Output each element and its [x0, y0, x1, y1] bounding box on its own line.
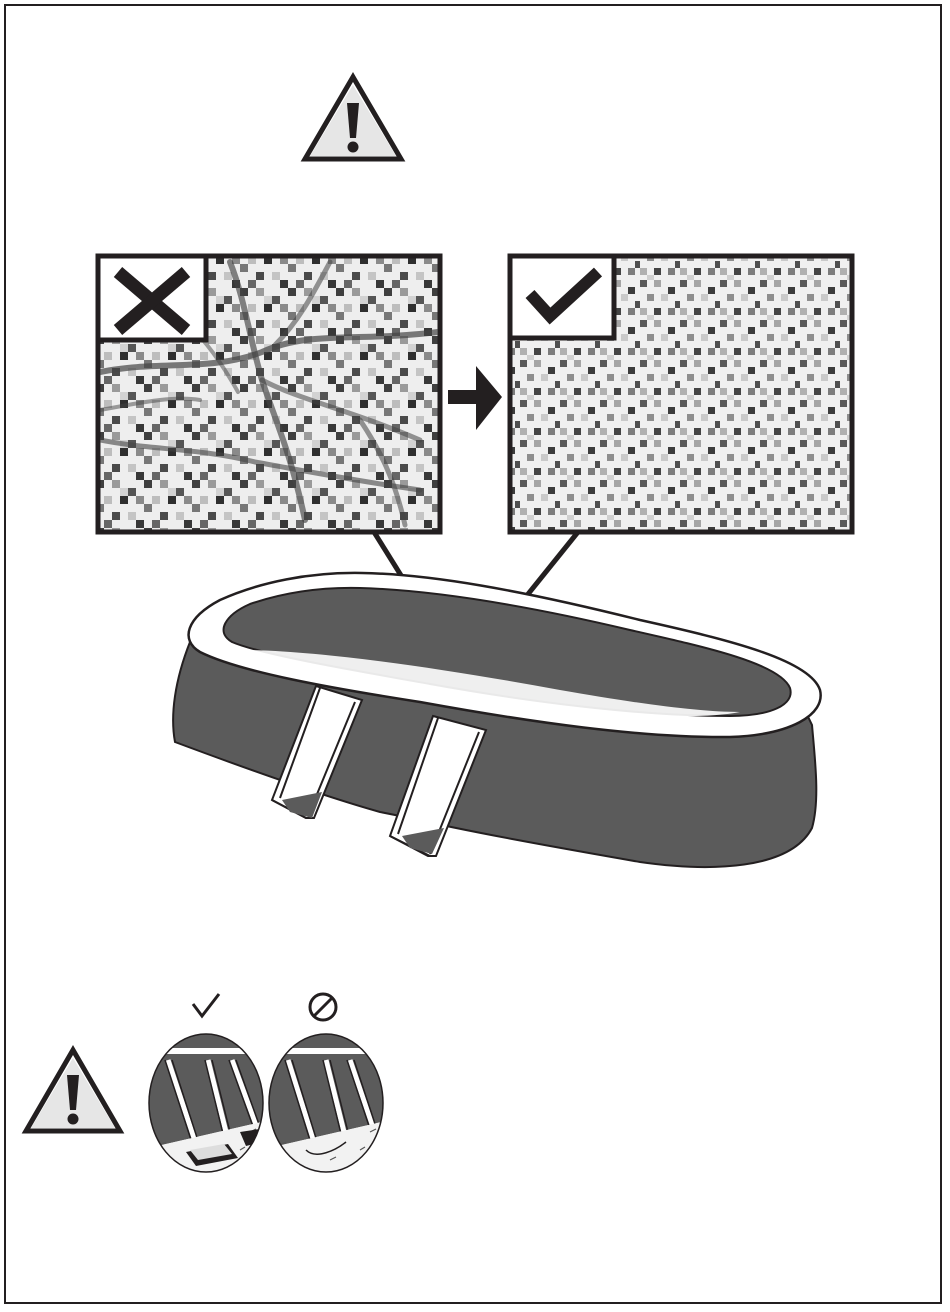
arrow-right-icon — [448, 366, 502, 430]
wrong-liner-panel — [98, 256, 440, 532]
warning-triangle-icon — [305, 77, 401, 159]
leg-detail-correct — [140, 1030, 270, 1180]
leg-detail-prohibited — [260, 1030, 390, 1180]
oval-frame-pool — [173, 573, 821, 867]
correct-liner-panel — [510, 256, 852, 532]
prohibited-icon — [310, 994, 336, 1020]
warning-triangle-icon-bottom — [26, 1050, 120, 1131]
check-mark-icon-small — [193, 994, 219, 1016]
